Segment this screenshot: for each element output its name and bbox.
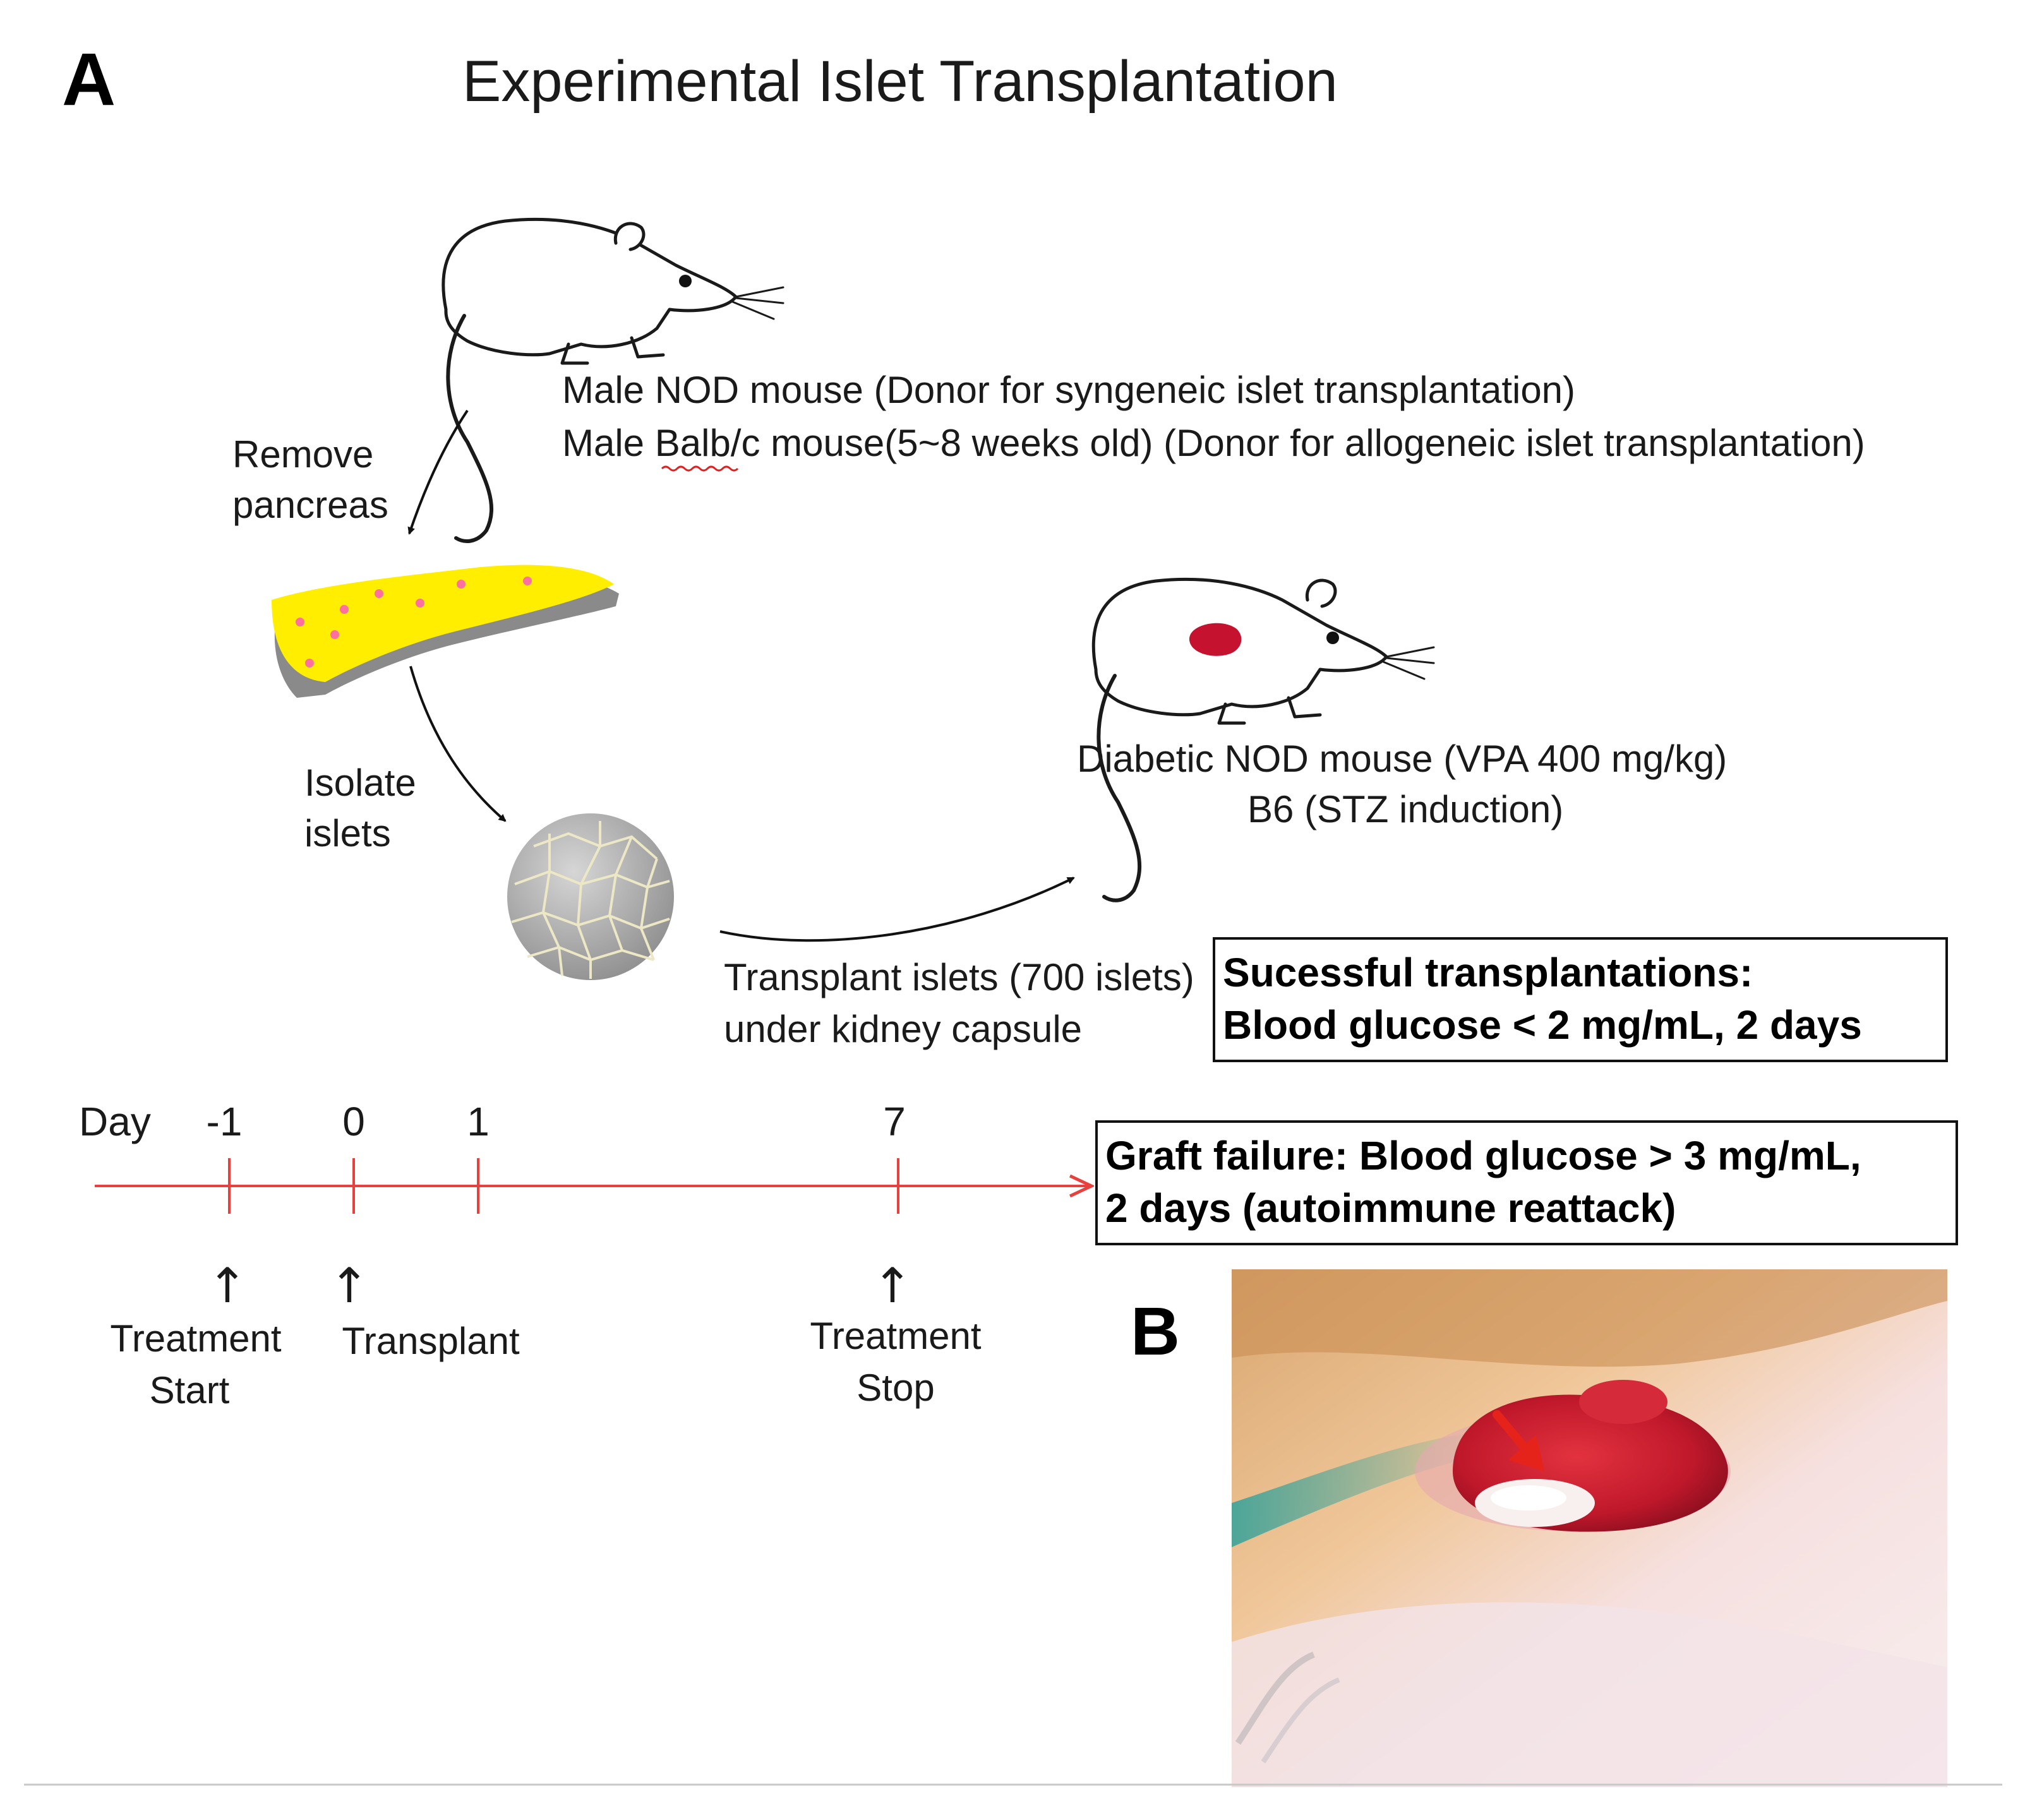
spellcheck-underline (661, 465, 739, 472)
event-stop-line-1: Treatment (810, 1315, 982, 1357)
recipient-line-2: B6 (STZ induction) (1247, 788, 1563, 830)
timeline-tick-label-0: 0 (342, 1099, 365, 1144)
timeline-axis-label: Day (79, 1099, 151, 1144)
step-isolate-line-2: islets (304, 812, 391, 854)
treatment-timeline: Day -1 0 1 7 ↑ ↑ ↑ Treatment Start Trans… (79, 1099, 1091, 1411)
transplanted-kidney-illustration (1189, 623, 1242, 656)
event-start-line-2: Start (150, 1369, 230, 1411)
graft-location-arrow-icon (1493, 1410, 1544, 1471)
figure-title: Experimental Islet Transplantation (462, 49, 1338, 114)
transplant-line-1: Transplant islets (700 islets) (724, 956, 1194, 998)
success-box-line-1: Sucessful transplantations: (1223, 950, 1753, 995)
event-stop-line-2: Stop (856, 1367, 934, 1409)
remove-arrow (407, 409, 469, 535)
step-remove-line-2: pancreas (232, 484, 388, 526)
donor-mouse-illustration (442, 217, 784, 543)
event-transplant-arrow-icon: ↑ (329, 1257, 370, 1314)
donor-line-1: Male NOD mouse (Donor for syngeneic isle… (562, 369, 1575, 411)
panel-a-letter: A (62, 38, 116, 121)
transplant-line-2: under kidney capsule (724, 1008, 1082, 1050)
event-stop-arrow-icon: ↑ (872, 1257, 913, 1314)
timeline-tick-label-1: 1 (467, 1099, 490, 1144)
recipient-line-1: Diabetic NOD mouse (VPA 400 mg/kg) (1077, 738, 1727, 780)
event-transplant-label: Transplant (342, 1320, 520, 1362)
failure-box-line-1: Graft failure: Blood glucose > 3 mg/mL, (1105, 1133, 1861, 1178)
failure-box-line-2: 2 days (autoimmune reattack) (1105, 1185, 1676, 1231)
recipient-mouse-illustration (1091, 577, 1435, 902)
event-start-line-1: Treatment (110, 1317, 282, 1360)
islet-cluster-illustration (507, 813, 674, 980)
donor-line-2: Male Balb/c mouse(5~8 weeks old) (Donor … (562, 422, 1865, 464)
step-remove-line-1: Remove (232, 433, 373, 476)
timeline-tick-label-minus1: -1 (207, 1099, 243, 1144)
transplant-arrow (719, 877, 1075, 942)
timeline-tick-label-7: 7 (883, 1099, 906, 1144)
isolate-arrow (409, 666, 507, 822)
success-box-line-2: Blood glucose < 2 mg/mL, 2 days (1223, 1002, 1862, 1048)
event-start-arrow-icon: ↑ (207, 1257, 248, 1314)
step-isolate-line-1: Isolate (304, 762, 416, 804)
graft-failure-box: Graft failure: Blood glucose > 3 mg/mL, … (1095, 1120, 1958, 1245)
pancreas-illustration (272, 565, 619, 698)
kidney-capsule-photo (1232, 1269, 1947, 1787)
success-criteria-box: Sucessful transplantations: Blood glucos… (1213, 937, 1948, 1062)
panel-b-letter: B (1131, 1293, 1180, 1369)
